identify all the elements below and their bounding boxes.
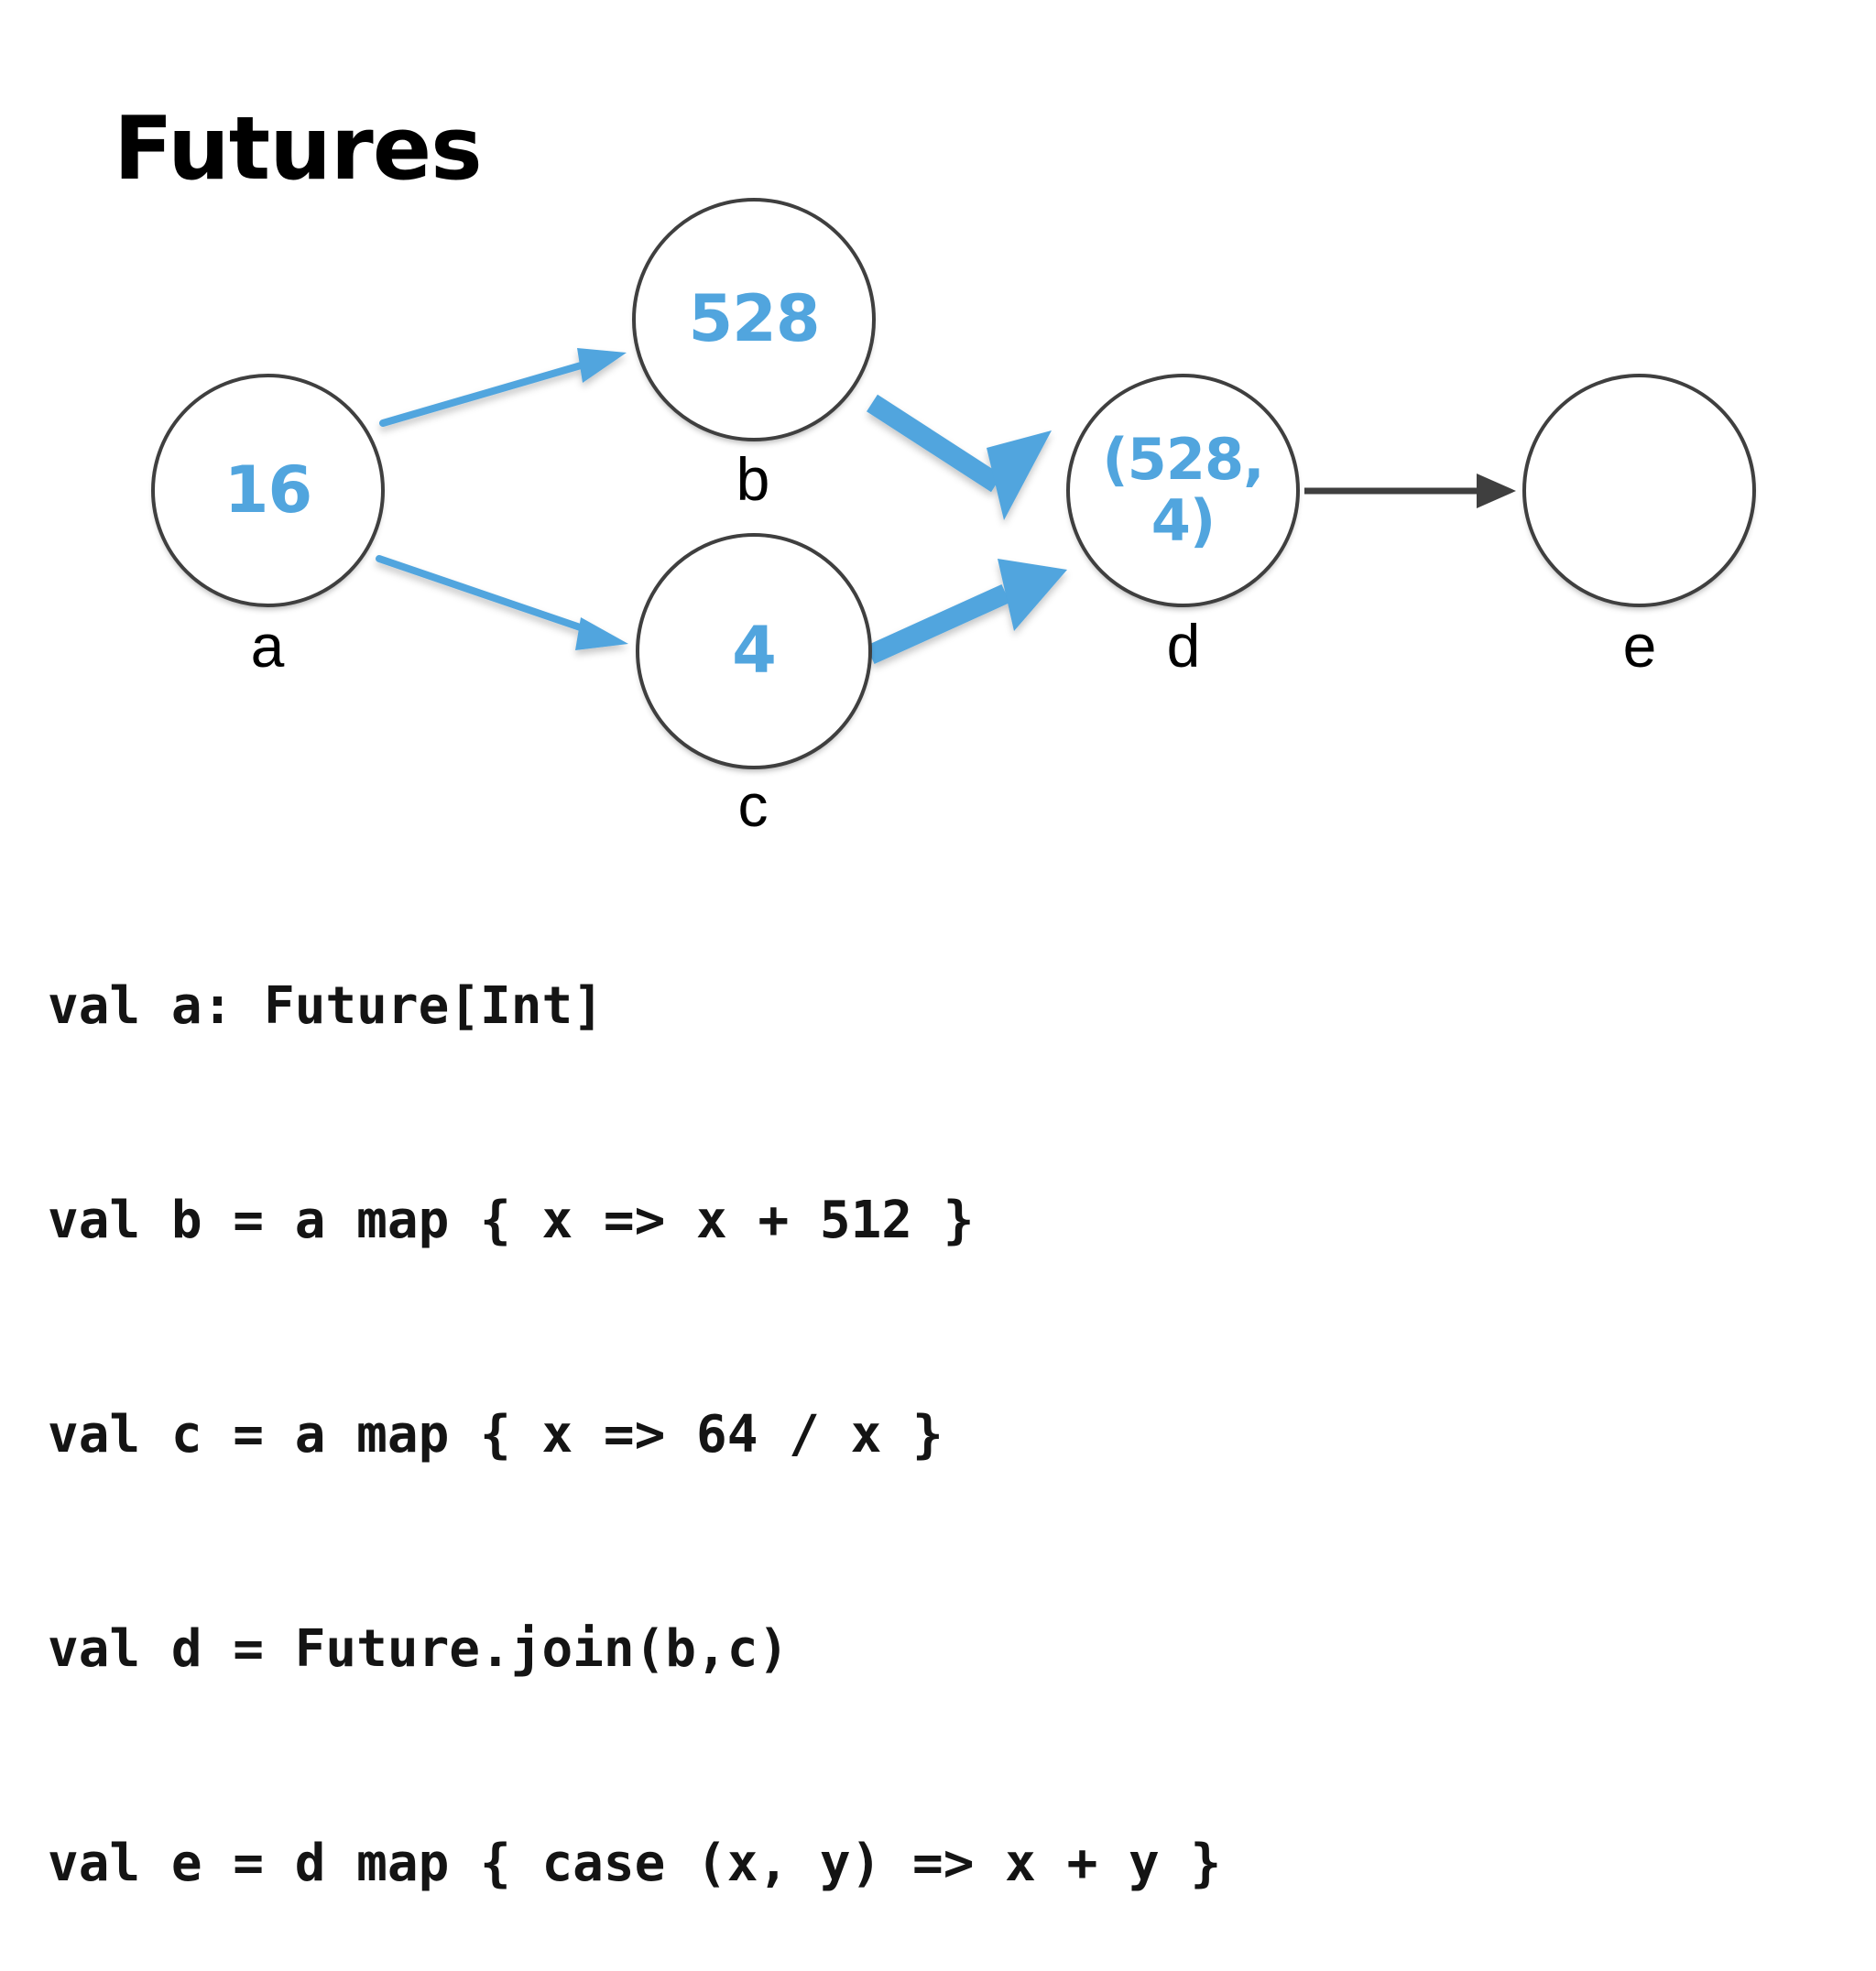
future-node-a-label: a [250, 612, 285, 680]
edge-a-to-c [376, 555, 628, 650]
edge-a-to-b [379, 348, 627, 427]
future-node-e[interactable] [1522, 374, 1756, 607]
future-node-c[interactable]: 4 [636, 533, 872, 769]
future-node-b-value: 528 [688, 281, 820, 357]
future-node-e-label: e [1622, 612, 1657, 680]
future-node-d-value: (528, 4) [1102, 425, 1264, 554]
page-title: Futures [114, 99, 483, 200]
future-node-a-value: 16 [224, 452, 312, 528]
edge-d-to-e [1304, 474, 1516, 508]
code-block: val a: Future[Int] val b = a map { x => … [48, 828, 1221, 1971]
future-node-c-label: c [737, 771, 769, 839]
code-line: val d = Future.join(b,c) [48, 1619, 790, 1679]
edge-b-to-d [867, 394, 1052, 520]
code-line: val e = d map { case (x, y) => x + y } [48, 1834, 1222, 1893]
future-node-c-value: 4 [732, 613, 777, 689]
code-line: val a: Future[Int] [48, 976, 604, 1036]
code-line: val b = a map { x => x + 512 } [48, 1191, 975, 1250]
edge-c-to-d [866, 559, 1067, 665]
future-node-a[interactable]: 16 [151, 374, 385, 607]
code-line: val c = a map { x => 64 / x } [48, 1405, 943, 1465]
future-node-b-label: b [736, 445, 770, 513]
future-node-d[interactable]: (528, 4) [1066, 374, 1300, 607]
future-node-b[interactable]: 528 [632, 198, 876, 441]
future-node-d-label: d [1166, 612, 1201, 680]
